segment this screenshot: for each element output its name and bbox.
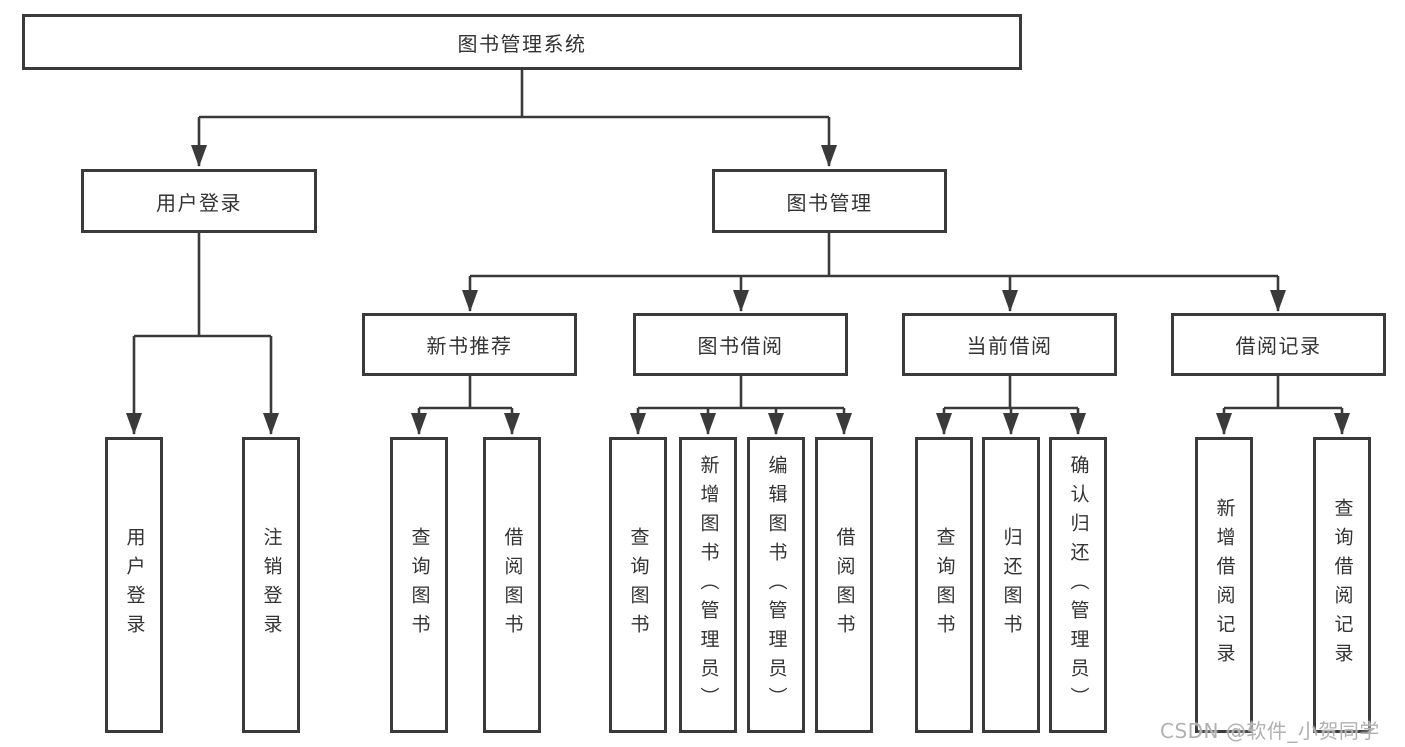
edges-borrow-records-children: [1216, 376, 1350, 435]
node-user-login: 用户登录: [81, 169, 317, 233]
leaf-add-books-admin: 新增图书（管理员）: [679, 437, 737, 733]
node-label: 图书管理: [786, 190, 873, 215]
leaf-user-login: 用户登录: [105, 437, 163, 733]
node-current-borrow: 当前借阅: [902, 313, 1117, 376]
leaf-add-borrow-record: 新增借阅记录: [1195, 437, 1253, 733]
leaf-confirm-return-admin: 确认归还（管理员）: [1049, 437, 1107, 733]
node-label: 注销登录: [260, 527, 283, 643]
leaf-return-books: 归还图书: [982, 437, 1040, 733]
edges-current-borrow-children: [936, 376, 1086, 435]
node-label: 查询图书: [627, 527, 650, 643]
node-new-book-recommend: 新书推荐: [362, 313, 577, 376]
node-label: 借阅图书: [501, 527, 524, 643]
leaf-query-borrow-record: 查询借阅记录: [1313, 437, 1371, 733]
edges-book-borrow-children: [630, 376, 852, 435]
edges-book-management-to-level3: [462, 233, 1286, 312]
node-label: 编辑图书（管理员）: [765, 454, 788, 716]
node-label: 查询图书: [933, 527, 956, 643]
leaf-borrow-books: 借阅图书: [815, 437, 873, 733]
leaf-edit-books-admin: 编辑图书（管理员）: [747, 437, 805, 733]
node-label: 新增借阅记录: [1213, 498, 1236, 672]
node-borrow-records: 借阅记录: [1171, 313, 1386, 376]
leaf-borrow-books-recommend: 借阅图书: [483, 437, 541, 733]
node-label: 查询图书: [408, 527, 431, 643]
node-label: 归还图书: [1000, 527, 1023, 643]
node-root-system: 图书管理系统: [22, 14, 1022, 70]
edges-root-to-level2: [191, 70, 837, 167]
leaf-logout-login: 注销登录: [242, 437, 300, 733]
node-label: 用户登录: [156, 190, 242, 215]
edges-new-book-recommend-children: [411, 376, 520, 435]
node-book-management: 图书管理: [712, 169, 947, 233]
node-label: 查询借阅记录: [1331, 498, 1354, 672]
node-label: 借阅记录: [1235, 334, 1322, 358]
leaf-query-books-borrow: 查询图书: [609, 437, 667, 733]
node-book-borrow: 图书借阅: [633, 313, 848, 376]
edges-user-login-children: [126, 233, 279, 435]
node-label: 图书借阅: [697, 334, 784, 358]
leaf-query-books-current: 查询图书: [915, 437, 973, 733]
node-label: 借阅图书: [833, 527, 856, 643]
node-label: 新增图书（管理员）: [697, 454, 720, 716]
node-label: 用户登录: [123, 527, 146, 643]
leaf-query-books-recommend: 查询图书: [390, 437, 448, 733]
node-label: 当前借阅: [966, 334, 1053, 358]
node-label: 图书管理系统: [457, 31, 587, 56]
node-label: 确认归还（管理员）: [1067, 454, 1090, 716]
csdn-watermark: CSDN @软件_小贺同学: [1160, 719, 1380, 743]
node-label: 新书推荐: [426, 334, 513, 358]
